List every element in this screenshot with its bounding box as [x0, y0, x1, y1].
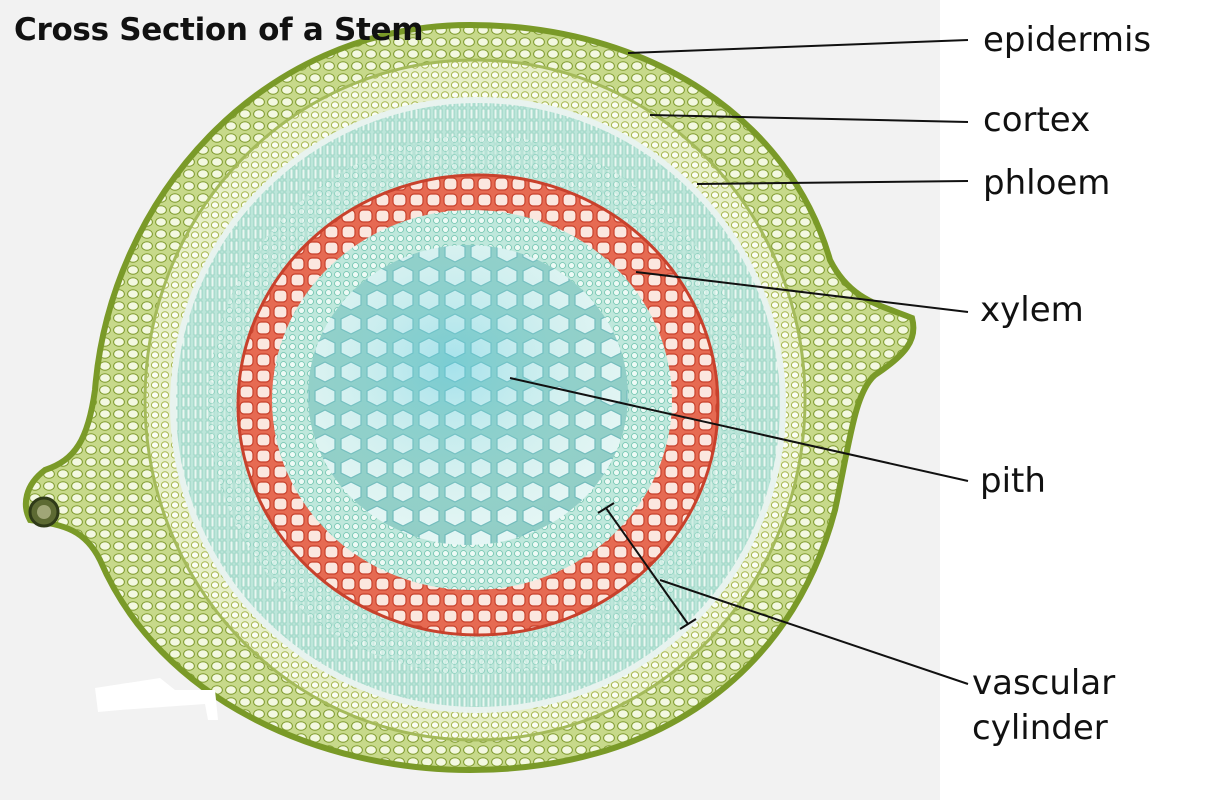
label-vascular-cylinder: vascular cylinder — [972, 657, 1115, 754]
vascular-cylinder-leader — [659, 579, 969, 685]
label-epidermis: epidermis — [983, 20, 1152, 60]
leader-lines — [509, 39, 969, 685]
pith-core — [308, 245, 628, 545]
label-vascular-line2: cylinder — [972, 707, 1108, 748]
label-cortex: cortex — [983, 100, 1091, 140]
lateral-bud — [28, 496, 60, 528]
bracket-cap-top — [597, 502, 615, 514]
label-xylem: xylem — [980, 290, 1084, 330]
label-phloem: phloem — [983, 163, 1111, 203]
slide-mark — [95, 678, 218, 720]
figure-title: Cross Section of a Stem — [14, 12, 424, 48]
phloem-leader — [696, 180, 969, 185]
pith-leader — [509, 377, 969, 482]
label-pith: pith — [980, 461, 1046, 501]
xylem-leader — [635, 271, 969, 313]
label-vascular-line1: vascular — [972, 663, 1116, 703]
epidermis-leader — [627, 39, 969, 54]
vascular-cylinder-bracket — [605, 507, 689, 625]
bracket-cap-bottom — [679, 618, 697, 630]
cortex-leader — [649, 114, 969, 123]
